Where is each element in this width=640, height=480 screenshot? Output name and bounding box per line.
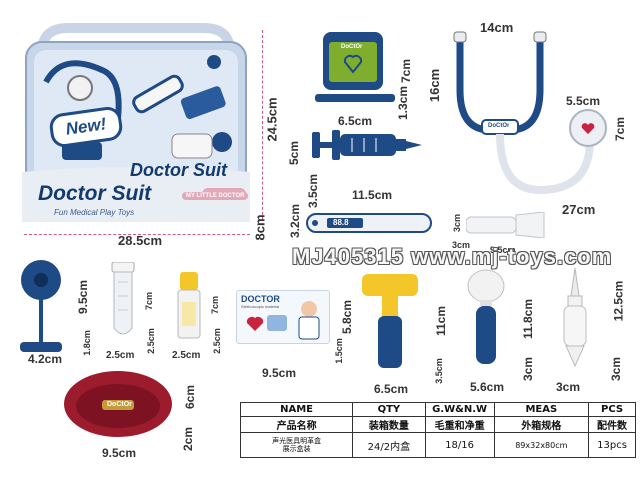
reflex-hammer-toy	[360, 270, 420, 370]
syringe-depth: 3.5cm	[306, 173, 321, 209]
dropper-depth: 3cm	[609, 356, 624, 382]
header-qty: QTY	[352, 402, 426, 417]
monitor-logo: DoCtOr	[341, 44, 363, 50]
test-tube-toy	[106, 261, 140, 340]
tray-depth: 2cm	[181, 426, 196, 452]
thermometer-height: 3.2cm	[288, 203, 303, 239]
cell-name: 声光医具明革盒 展示盒装	[239, 432, 354, 458]
package-tag: MY LITTLE DOCTOR	[182, 192, 249, 200]
hammer-depth: 3.5cm	[433, 358, 444, 384]
syringe-width: 11.5cm	[352, 188, 393, 202]
toy-package: New! Doctor Suit Doctor Suit Fun Medical…	[22, 22, 250, 222]
thermometer-toy: 88.8	[305, 212, 433, 234]
brand-main: Doctor Suit	[38, 182, 152, 205]
dropper-toy	[560, 267, 590, 368]
syringe-height: 5cm	[287, 140, 302, 166]
doctor-card: DOCTOR Stethoscopic material	[236, 290, 330, 344]
tray-logo: DoCtOr	[107, 401, 132, 408]
package-depth-label: 8cm	[252, 214, 268, 241]
stethoscope-top: 14cm	[480, 20, 514, 35]
stethoscope-toy: DoCtOr	[440, 30, 610, 210]
syringe-toy	[312, 126, 422, 164]
card-height: 5.8cm	[340, 299, 355, 335]
otoscope-width: 5.6cm	[470, 380, 505, 394]
package-width-line	[24, 234, 250, 235]
stethoscope-side: 16cm	[427, 68, 443, 103]
header-meas: MEAS	[493, 402, 590, 417]
tray-width: 9.5cm	[102, 446, 137, 460]
monitor-width: 6.5cm	[338, 114, 373, 128]
stethoscope-logo: DoCtOr	[488, 123, 510, 129]
header-name: NAME	[239, 402, 354, 417]
package-width-label: 28.5cm	[118, 233, 163, 248]
cell-qty: 24/2内盒	[352, 432, 426, 458]
bottle-depth: 2.5cm	[211, 328, 222, 354]
package-height-label: 24.5cm	[264, 97, 280, 142]
spec-table: NAME QTY G.W&N.W MEAS PCS 产品名称 装箱数量 毛重和净…	[239, 402, 636, 458]
flashlight-height: 3cm	[452, 213, 463, 233]
package-subtitle: Fun Medical Play Toys	[54, 208, 135, 217]
header-meas-cn: 外箱规格	[493, 416, 590, 433]
cell-pcs: 13pcs	[588, 432, 636, 458]
header-pcs: PCS	[588, 402, 636, 417]
mirror-width: 4.2cm	[28, 352, 63, 366]
bottle-height: 7cm	[210, 295, 221, 315]
hammer-height: 11cm	[434, 305, 449, 337]
test-tube-depth: 2.5cm	[145, 328, 156, 354]
monitor-depth: 1.3cm	[396, 85, 411, 121]
monitor-toy: DoCtOr	[315, 30, 395, 105]
mirror-depth: 1.8cm	[81, 330, 92, 356]
head-mirror-toy	[18, 258, 64, 358]
kidney-tray-toy: DoCtOr	[62, 368, 174, 440]
otoscope-toy	[466, 268, 506, 368]
header-weight-cn: 毛重和净重	[424, 416, 495, 433]
flashlight-toy	[465, 211, 546, 239]
header-pcs-cn: 配件数	[588, 416, 636, 433]
test-tube-height: 7cm	[144, 291, 155, 311]
card-illustration	[246, 301, 320, 340]
dropper-height: 12.5cm	[611, 280, 626, 322]
tray-height: 6cm	[183, 384, 198, 410]
bottle-width: 2.5cm	[172, 350, 201, 361]
cell-weight: 18/16	[424, 432, 495, 458]
card-title: DOCTOR	[241, 294, 280, 304]
hammer-width: 6.5cm	[374, 382, 409, 396]
medicine-bottle-toy	[174, 272, 204, 342]
flashlight-depth: 3cm	[452, 240, 471, 250]
flashlight-width: 9.5cm	[490, 245, 516, 255]
stethoscope-head-height: 7cm	[613, 116, 628, 142]
stethoscope-bottom: 27cm	[562, 202, 596, 217]
brand-top: Doctor Suit	[130, 160, 227, 180]
package-height-line	[262, 30, 263, 220]
card-depth: 1.5cm	[333, 338, 344, 364]
mirror-height: 9.5cm	[76, 279, 91, 315]
watermark: MJ405315 www.mj-toys.com	[292, 244, 613, 269]
cell-meas: 89x32x80cm	[493, 432, 590, 458]
thermometer-screen: 88.8	[333, 218, 349, 227]
header-name-cn: 产品名称	[239, 416, 354, 433]
monitor-height: 7cm	[399, 58, 414, 84]
header-weight: G.W&N.W	[424, 402, 495, 417]
test-tube-width: 2.5cm	[106, 350, 135, 361]
stethoscope-head-width: 5.5cm	[566, 94, 601, 108]
dropper-width: 3cm	[556, 380, 581, 394]
card-subtitle: Stethoscopic material	[241, 304, 280, 309]
otoscope-depth: 3cm	[521, 356, 536, 382]
header-qty-cn: 装箱数量	[352, 416, 426, 433]
card-width: 9.5cm	[262, 366, 297, 380]
otoscope-height: 11.8cm	[521, 298, 536, 340]
new-badge-text: New!	[64, 114, 108, 139]
